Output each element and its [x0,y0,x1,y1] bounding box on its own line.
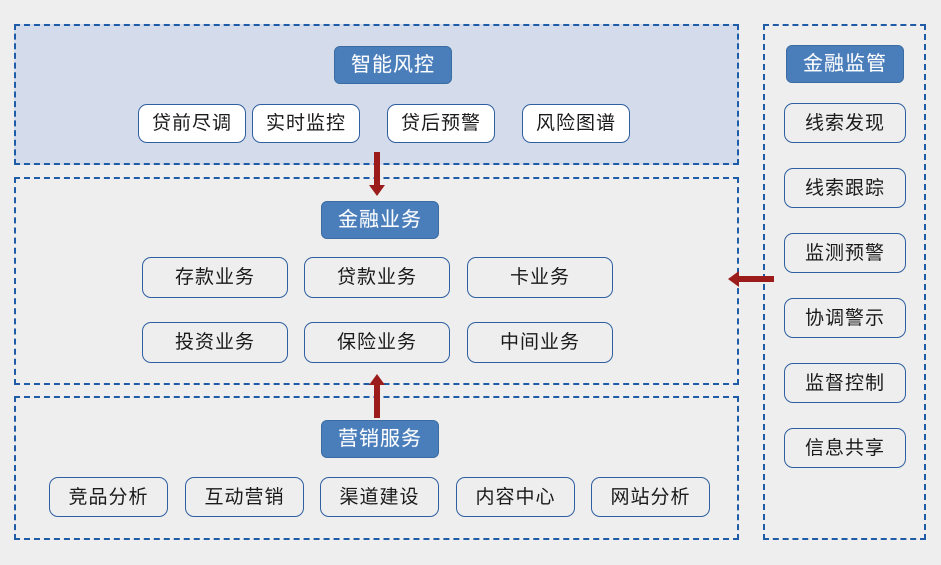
node-business-row2-0[interactable]: 投资业务 [142,322,288,363]
node-risk-item-1[interactable]: 实时监控 [252,104,360,143]
panel-risk-control: 智能风控 贷前尽调 实时监控 贷后预警 风险图谱 [14,24,739,165]
node-business-row2-1[interactable]: 保险业务 [304,322,450,363]
node-financial-regulation-header[interactable]: 金融监管 [786,45,904,83]
node-regulation-item-0[interactable]: 线索发现 [784,103,906,143]
node-business-row2-2[interactable]: 中间业务 [467,322,613,363]
node-marketing-service-header[interactable]: 营销服务 [321,420,439,458]
arrow-regulation-to-business [728,271,774,287]
node-risk-item-0[interactable]: 贷前尽调 [138,104,246,143]
panel-financial-regulation: 金融监管 线索发现 线索跟踪 监测预警 协调警示 监督控制 信息共享 [763,24,926,540]
node-marketing-item-3[interactable]: 内容中心 [456,477,575,517]
node-risk-item-3[interactable]: 风险图谱 [522,104,630,143]
node-regulation-item-3[interactable]: 协调警示 [784,298,906,338]
node-regulation-item-5[interactable]: 信息共享 [784,428,906,468]
node-business-row1-0[interactable]: 存款业务 [142,257,288,298]
panel-financial-business: 金融业务 存款业务 贷款业务 卡业务 投资业务 保险业务 中间业务 [14,177,739,385]
node-marketing-item-0[interactable]: 竞品分析 [49,477,168,517]
node-regulation-item-4[interactable]: 监督控制 [784,363,906,403]
node-marketing-item-4[interactable]: 网站分析 [591,477,710,517]
arrow-risk-to-business [369,152,385,196]
node-risk-item-2[interactable]: 贷后预警 [387,104,495,143]
node-business-row1-2[interactable]: 卡业务 [467,257,613,298]
node-marketing-item-2[interactable]: 渠道建设 [320,477,439,517]
panel-marketing-service: 营销服务 竞品分析 互动营销 渠道建设 内容中心 网站分析 [14,396,739,540]
node-risk-control-header[interactable]: 智能风控 [334,46,452,84]
node-marketing-item-1[interactable]: 互动营销 [185,477,304,517]
node-regulation-item-2[interactable]: 监测预警 [784,233,906,273]
arrow-marketing-to-business [369,374,385,418]
node-financial-business-header[interactable]: 金融业务 [321,201,439,239]
node-business-row1-1[interactable]: 贷款业务 [304,257,450,298]
node-regulation-item-1[interactable]: 线索跟踪 [784,168,906,208]
